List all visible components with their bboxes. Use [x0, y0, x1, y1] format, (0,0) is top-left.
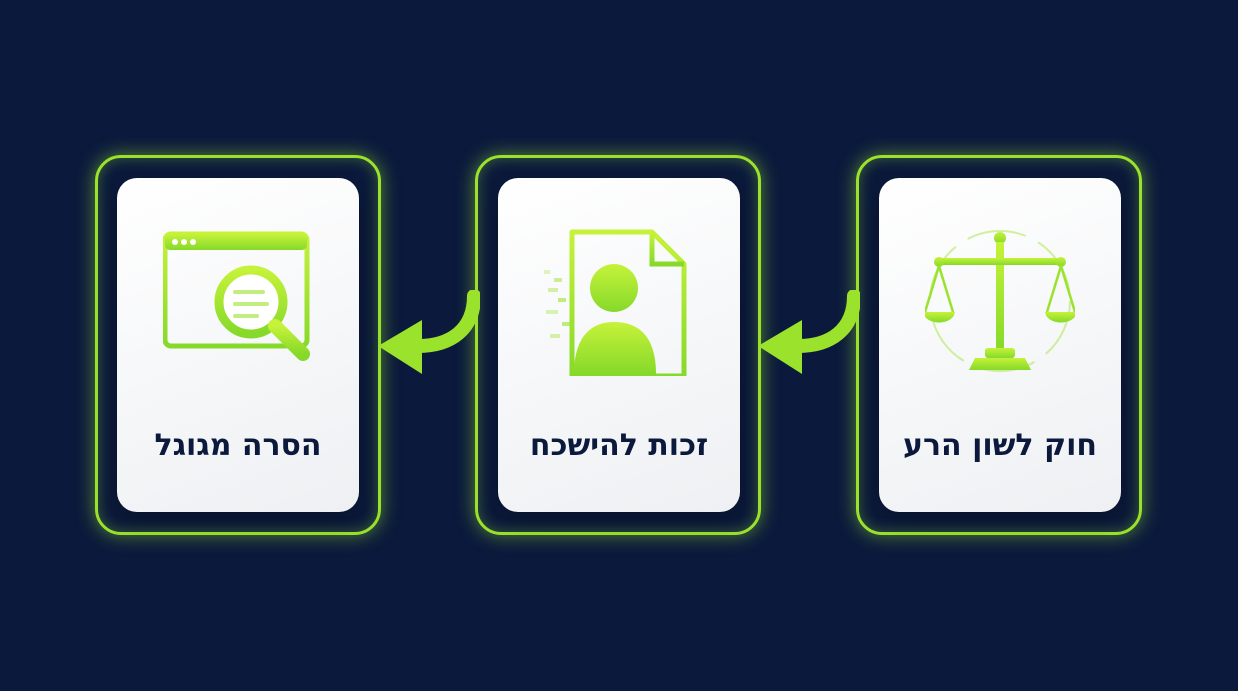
step-frame-3	[856, 155, 1142, 535]
search-document-icon	[163, 231, 310, 371]
person-document-icon	[544, 229, 687, 376]
step-label: הסרה מגוגל	[154, 428, 322, 463]
flow-arrow-2-to-1	[378, 290, 480, 374]
scales-icon	[925, 230, 1075, 372]
flow-arrow-3-to-2	[758, 290, 860, 374]
step-label: זכות להישכח	[529, 428, 709, 463]
step-label: חוק לשון הרע	[902, 428, 1098, 463]
step-frame-1	[95, 155, 381, 535]
step-card-defamation-law: חוק לשון הרע	[879, 178, 1121, 512]
step-card-remove-from-google: הסרה מגוגל	[117, 178, 359, 512]
step-frame-2	[475, 155, 761, 535]
step-card-right-to-be-forgotten: זכות להישכח	[498, 178, 740, 512]
